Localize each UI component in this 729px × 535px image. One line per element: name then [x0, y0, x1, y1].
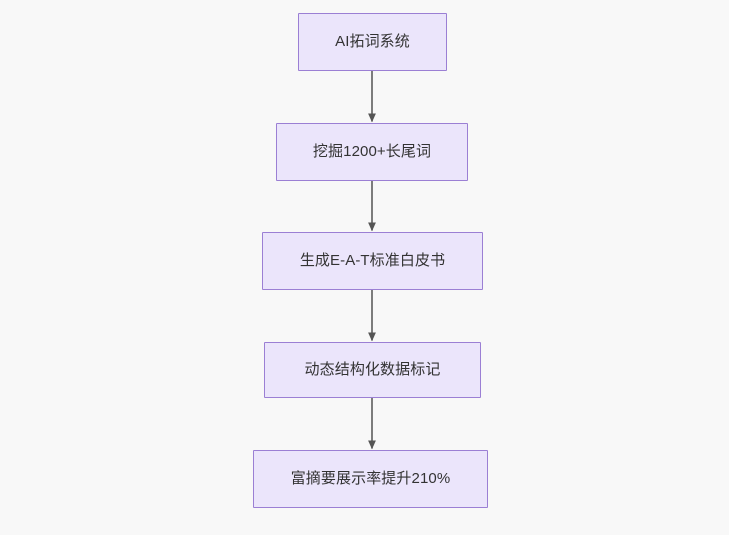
flow-node-ai-keyword-system[interactable]: AI拓词系统	[298, 13, 447, 71]
flow-node-mine-longtail-keywords[interactable]: 挖掘1200+长尾词	[276, 123, 468, 181]
flow-node-label: 动态结构化数据标记	[304, 360, 441, 378]
flow-node-label: 生成E-A-T标准白皮书	[299, 251, 446, 269]
flow-node-generate-eat-whitepaper[interactable]: 生成E-A-T标准白皮书	[262, 232, 483, 290]
flow-node-label: 挖掘1200+长尾词	[312, 142, 432, 160]
flow-node-dynamic-structured-data-markup[interactable]: 动态结构化数据标记	[264, 342, 481, 398]
flow-node-label: AI拓词系统	[335, 32, 410, 50]
flow-node-rich-snippet-impression-lift[interactable]: 富摘要展示率提升210%	[253, 450, 488, 508]
flow-node-label: 富摘要展示率提升210%	[290, 469, 451, 487]
